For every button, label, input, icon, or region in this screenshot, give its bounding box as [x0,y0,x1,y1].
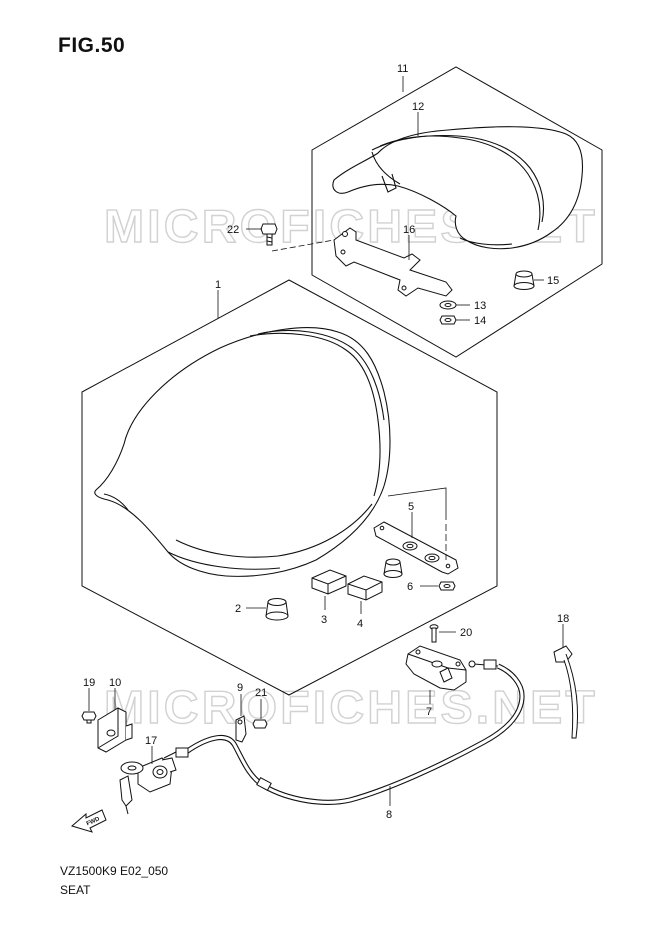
callout-10: 10 [109,677,121,689]
rear-seat-bracket [333,227,453,297]
figure-title: FIG.50 [58,34,126,57]
seat-cable-8 [163,659,525,805]
bracket-grommet [383,558,403,578]
rear-seat [332,126,584,250]
callout-17: 17 [145,735,157,747]
seat-lock-7 [405,645,467,691]
screw-20 [429,624,439,643]
clamp-9 [235,715,247,743]
callout-7: 7 [426,706,432,718]
callout-15: 15 [547,275,559,287]
callout-11: 11 [397,63,408,75]
dashed-leader-22 [271,239,335,252]
callout-19: 19 [83,677,95,689]
cushion-3 [311,569,347,595]
seat-lock-set-17 [119,757,177,815]
grommet-15 [513,270,535,290]
callout-21: 21 [255,687,267,699]
callout-8: 8 [386,809,392,821]
callout-5: 5 [408,501,414,513]
callout-6: 6 [407,581,413,593]
lock-bracket-10 [97,707,133,753]
callout-14: 14 [474,315,486,327]
seat-bracket-5 [373,521,459,575]
callout-9: 9 [237,682,243,694]
figure-code: VZ1500K9 E02_050 [60,864,169,878]
fwd-label: FWD [86,816,102,827]
bolt-22 [260,223,278,246]
callout-3: 3 [321,614,327,626]
washer-13 [439,300,457,310]
callout-12: 12 [412,101,424,113]
screw-19 [81,711,97,724]
cable-tie-18 [553,645,578,739]
callout-labels: 11 12 22 16 15 13 14 1 5 6 2 3 4 18 20 1… [83,63,569,821]
callout-4: 4 [357,618,363,630]
cushion-4 [347,575,383,601]
callout-22: 22 [227,224,239,236]
callout-1: 1 [215,279,221,291]
screw-21 [252,719,268,729]
callout-20: 20 [460,627,472,639]
nut-6 [438,581,456,591]
leader-5-bracket [387,487,447,520]
callout-13: 13 [474,300,486,312]
watermark-bottom: MICROFICHES.NET [104,681,598,733]
callout-18: 18 [557,613,569,625]
fwd-arrow-icon: FWD [70,809,107,833]
callout-2: 2 [235,603,241,615]
figure-name: SEAT [60,883,91,897]
nut-14 [439,315,457,325]
cushion-2 [265,598,289,621]
main-seat-group-frame [81,279,498,696]
main-seat [94,327,391,577]
callout-16: 16 [403,224,415,236]
rear-seat-group-frame [311,66,603,358]
